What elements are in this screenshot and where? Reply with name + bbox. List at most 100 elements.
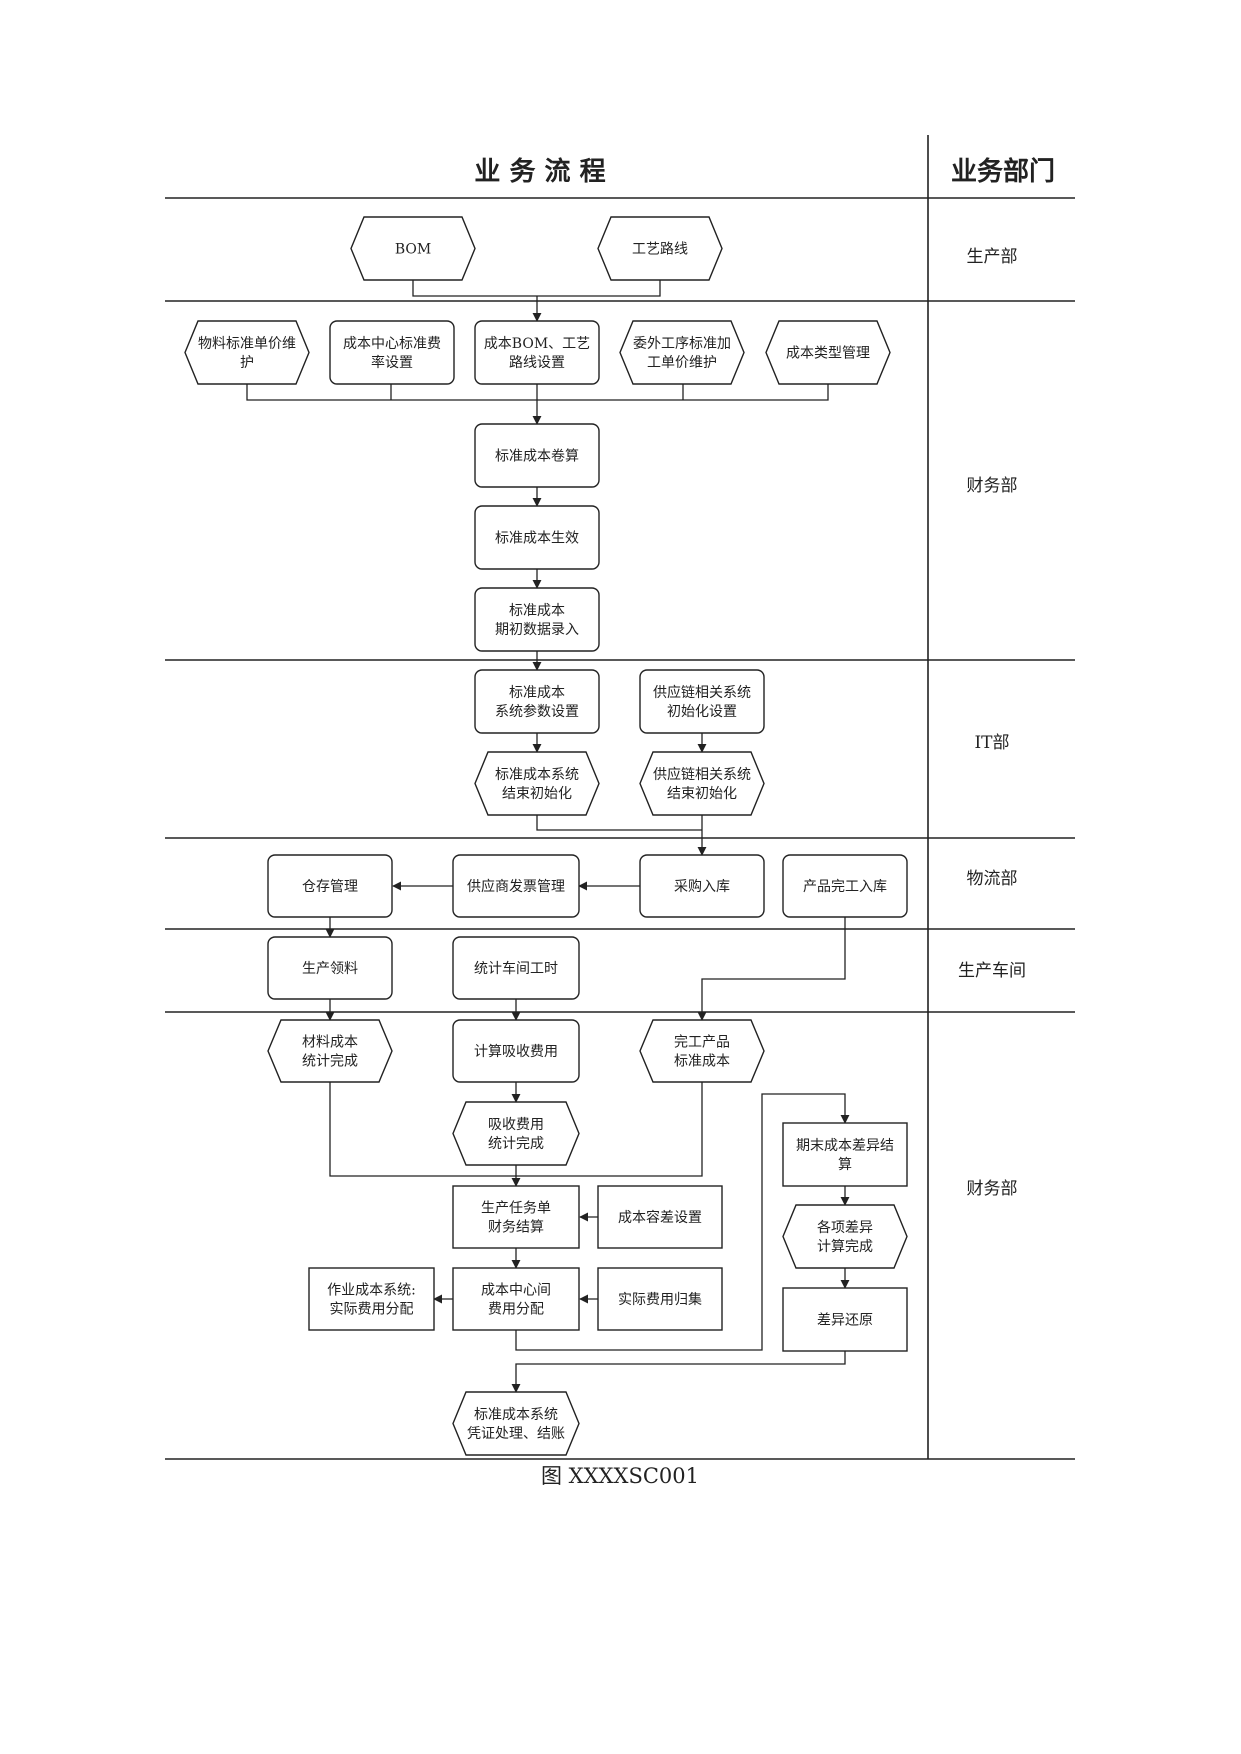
node-shape (639, 1019, 765, 1083)
node-shape (619, 320, 745, 385)
connectors (246, 280, 850, 1393)
node-label: 成本中心标准费 (343, 336, 441, 352)
node-label: 结束初始化 (667, 785, 737, 802)
node-shape (782, 1122, 908, 1187)
node-label: 生产领料 (302, 961, 358, 977)
node-label: 凭证处理、结账 (467, 1426, 565, 1442)
node-label: 算 (838, 1157, 852, 1173)
node-label: 率设置 (371, 354, 413, 371)
node-shape (267, 854, 393, 918)
node-label: 标准成本 (674, 1054, 730, 1070)
lane-grid (165, 135, 1075, 1460)
node-label: 完工产品 (674, 1035, 730, 1051)
node-label: 标准成本 (509, 603, 565, 619)
node-shape (639, 751, 765, 816)
node-label: 计算完成 (817, 1239, 873, 1255)
department-header: 业务部门 (951, 157, 1055, 187)
node-shape (639, 854, 765, 918)
process-header: 业 务 流 程 (474, 157, 605, 187)
node-bom: BOM (350, 216, 476, 281)
node-label: BOM (395, 242, 431, 258)
lane-label-workshop: 生产车间 (958, 961, 1026, 981)
node-std-cost-rollup: 标准成本卷算 (474, 423, 600, 488)
node-label: 统计车间工时 (474, 960, 558, 977)
node-label: 工单价维护 (647, 355, 717, 371)
node-shape (452, 936, 580, 1000)
node-shape (267, 936, 393, 1000)
node-label: 委外工序标准加 (633, 336, 731, 352)
lane-label-it-dept: IT部 (974, 733, 1009, 753)
node-shape (597, 1185, 723, 1249)
node-purchase-receipt: 采购入库 (639, 854, 765, 918)
node-shape (184, 320, 310, 385)
node-label: 标准成本系统 (495, 767, 579, 783)
node-label: 吸收费用 (488, 1117, 544, 1133)
node-shape (782, 1204, 908, 1269)
node-label: 统计完成 (302, 1054, 358, 1070)
node-shape (782, 1287, 908, 1352)
node-shape (474, 320, 600, 385)
node-variance-restore: 差异还原 (782, 1287, 908, 1352)
lane-label-finance-dept-2: 财务部 (967, 1179, 1018, 1199)
node-shape (597, 216, 723, 281)
node-label: 仓存管理 (302, 879, 358, 895)
node-label: 成本BOM、工艺 (484, 336, 590, 352)
node-label: 采购入库 (674, 879, 730, 895)
node-label: 统计完成 (488, 1136, 544, 1152)
lane-label-logistics-dept: 物流部 (967, 869, 1018, 889)
node-shape (452, 854, 580, 918)
node-label: 初始化设置 (667, 703, 737, 720)
node-actual-cost-collect: 实际费用归集 (597, 1267, 723, 1331)
node-shape (329, 320, 455, 385)
node-shape (308, 1267, 435, 1331)
node-label: 计算吸收费用 (474, 1044, 558, 1060)
node-label: 作业成本系统: (327, 1283, 416, 1299)
node-label: 路线设置 (509, 355, 565, 371)
node-shape (474, 669, 600, 734)
node-label: 标准成本系统 (474, 1407, 558, 1423)
node-routing: 工艺路线 (597, 216, 723, 281)
node-label: 实际费用分配 (330, 1302, 414, 1318)
node-shape (765, 320, 891, 385)
node-label: 生产任务单 (481, 1201, 551, 1217)
node-shape (452, 1185, 580, 1249)
node-label: 实际费用归集 (618, 1291, 702, 1308)
node-label: 成本中心间 (481, 1283, 551, 1299)
node-label: 标准成本卷算 (495, 449, 579, 465)
node-shape (350, 216, 476, 281)
lane-label-production-dept: 生产部 (967, 247, 1018, 267)
node-warehouse-mgmt: 仓存管理 (267, 854, 393, 918)
node-activity-costing: 作业成本系统: 实际费用分配 (308, 1267, 435, 1331)
node-label: 系统参数设置 (495, 703, 579, 720)
node-shape (782, 854, 908, 918)
node-shape (267, 1019, 393, 1083)
node-supplier-invoice: 供应商发票管理 (452, 854, 580, 918)
node-cost-type-mgmt: 成本类型管理 (765, 320, 891, 385)
node-label: 供应链相关系统 (653, 766, 751, 783)
node-shape (452, 1101, 580, 1166)
node-label: 结束初始化 (502, 785, 572, 802)
node-label: 成本类型管理 (786, 346, 870, 362)
node-shape (597, 1267, 723, 1331)
node-workshop-hours: 统计车间工时 (452, 936, 580, 1000)
node-label: 材料成本 (302, 1035, 358, 1051)
node-label: 物料标准单价维 (198, 336, 296, 352)
figure-caption: 图 XXXXSC001 (541, 1464, 699, 1488)
